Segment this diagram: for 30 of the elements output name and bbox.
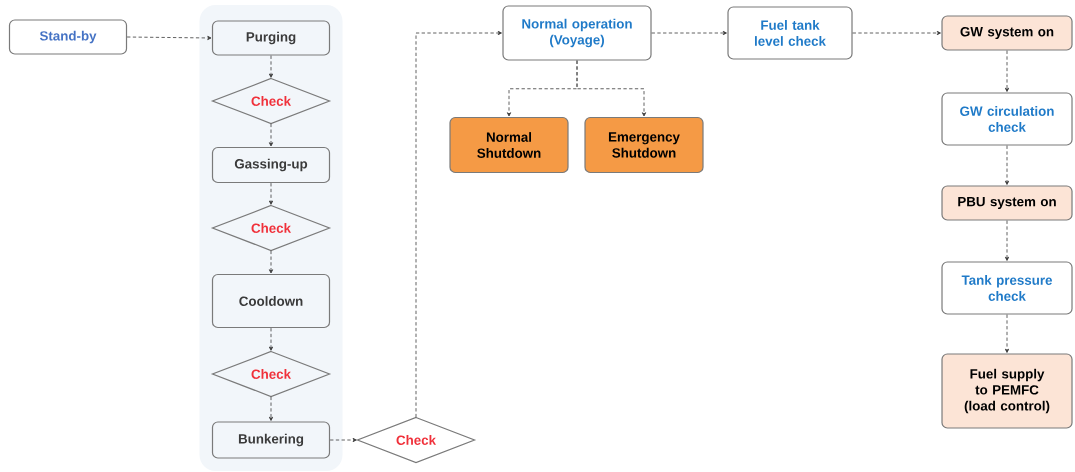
process-box: Emergency Shutdown [584, 116, 704, 174]
arrow [268, 327, 274, 351]
arrow [1004, 50, 1010, 92]
process-box: Stand-by [8, 19, 128, 55]
process-box: Fuel tank level check [727, 6, 853, 60]
arrow [329, 437, 357, 443]
arrow [1004, 314, 1010, 353]
process-box: Bunkering [211, 421, 331, 459]
process-box: GW system on [941, 15, 1073, 51]
arrow [1004, 145, 1010, 185]
arrow [268, 396, 274, 421]
arrow [576, 60, 647, 117]
arrow [852, 30, 941, 36]
arrow [651, 30, 727, 36]
process-box: Normal Shutdown [449, 116, 569, 174]
arrow [1004, 220, 1010, 261]
process-box: Tank pressure check [941, 261, 1073, 315]
process-box: Purging [211, 20, 331, 56]
arrow [415, 30, 502, 418]
process-box: Gassing-up [211, 146, 331, 184]
arrow [268, 182, 274, 205]
process-box: Fuel supply to PEMFC (load control) [941, 353, 1073, 429]
arrow [126, 35, 212, 41]
arrow [268, 123, 274, 147]
process-box: Cooldown [211, 273, 331, 329]
process-box: GW circulation check [941, 92, 1073, 146]
process-box: PBU system on [941, 185, 1073, 221]
process-box: Normal operation (Voyage) [502, 5, 652, 61]
arrow [268, 55, 274, 78]
arrow [268, 250, 274, 274]
